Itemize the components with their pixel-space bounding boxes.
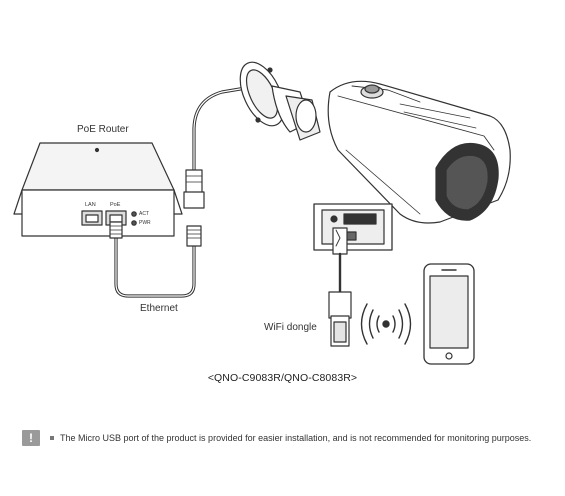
usb-cable xyxy=(332,227,348,294)
exclamation-icon: ! xyxy=(22,430,40,446)
bullet-icon xyxy=(50,436,54,440)
bullet-camera xyxy=(239,61,511,224)
led-act-label: ACT xyxy=(139,211,149,217)
poe-port-label: PoE xyxy=(110,202,121,208)
note-text: The Micro USB port of the product is pro… xyxy=(60,433,532,443)
ethernet-label: Ethernet xyxy=(140,303,178,314)
micro-usb-port-panel xyxy=(313,203,393,251)
wifi-dongle-label: WiFi dongle xyxy=(264,322,317,333)
poe-router-label: PoE Router xyxy=(77,124,129,135)
camera-cable xyxy=(183,86,248,209)
led-act xyxy=(131,211,137,217)
lan-port xyxy=(81,210,103,226)
wifi-dongle xyxy=(328,291,352,347)
lan-port-label: LAN xyxy=(85,202,96,208)
ethernet-cable xyxy=(109,221,202,298)
led-pwr xyxy=(131,220,137,226)
smartphone-icon xyxy=(423,263,475,365)
poe-router xyxy=(13,142,183,237)
wireless-signal-icon xyxy=(360,303,412,345)
led-pwr-label: PWR xyxy=(139,220,151,226)
figure-caption: <QNO-C9083R/QNO-C8083R> xyxy=(207,372,358,384)
connection-diagram xyxy=(13,61,511,365)
note-row: ! The Micro USB port of the product is p… xyxy=(22,428,531,448)
